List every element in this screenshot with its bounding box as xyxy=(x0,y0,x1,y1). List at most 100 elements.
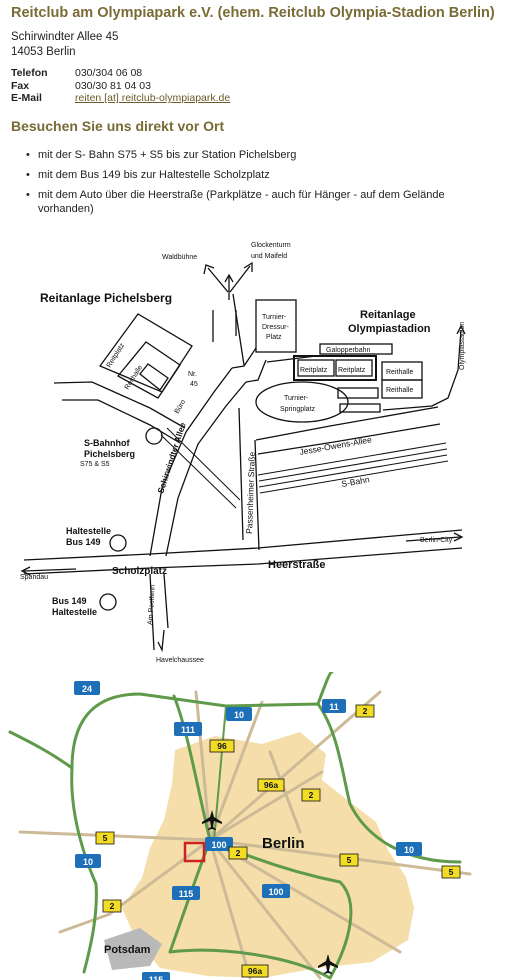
overview-map: 24 111 10 11 10 100 10 115 100 115 2 96 … xyxy=(8,672,472,980)
label-passenheimer: Passenheimer Straße xyxy=(244,451,257,534)
autobahn-shield-100-top: 100 xyxy=(205,837,233,851)
svg-text:11: 11 xyxy=(329,702,339,712)
label-reitplatz-right-1: Reitplatz xyxy=(300,367,328,374)
svg-text:2: 2 xyxy=(363,706,368,716)
label-glockenturm-2: und Maifeld xyxy=(251,253,287,260)
label-reitplatz-left: Reitplatz xyxy=(106,342,127,369)
sketch-map: Waldbühne Glockenturm und Maifeld Turnie… xyxy=(20,242,466,664)
label-olympia-1: Reitanlage xyxy=(360,309,416,321)
svg-text:24: 24 xyxy=(82,684,92,694)
label-waldbuehne: Waldbühne xyxy=(162,254,197,261)
svg-text:96a: 96a xyxy=(264,780,278,790)
label-reithalle-right-1: Reithalle xyxy=(386,369,413,376)
autobahn-shield-115-bottom: 115 xyxy=(142,972,170,980)
label-dressur-1: Turnier- xyxy=(262,314,287,321)
visit-heading: Besuchen Sie uns direkt vor Ort xyxy=(11,118,225,134)
label-sbahnhof-1: S-Bahnhof xyxy=(84,438,130,448)
route-sign-5-left: 5 xyxy=(95,831,115,845)
svg-text:5: 5 xyxy=(449,867,454,877)
label-reitplatz-right-2: Reitplatz xyxy=(338,367,366,374)
address-block: Schirwindter Allee 45 14053 Berlin xyxy=(11,30,118,60)
label-olympiastadion-road: Olympiastadion xyxy=(459,322,466,370)
page-title: Reitclub am Olympiapark e.V. (ehem. Reit… xyxy=(11,5,495,21)
svg-text:10: 10 xyxy=(404,845,414,855)
svg-text:2: 2 xyxy=(110,901,115,911)
potsdam-area xyxy=(104,928,162,970)
label-pichelsberg: Reitanlage Pichelsberg xyxy=(40,291,172,305)
svg-text:10: 10 xyxy=(234,710,244,720)
route-sign-2-left: 2 xyxy=(102,899,122,913)
route-sign-5-far: 5 xyxy=(441,865,461,879)
svg-text:100: 100 xyxy=(211,840,226,850)
route-sign-96a-top: 96a xyxy=(257,778,285,792)
airport-icon-schoenefeld xyxy=(318,954,338,974)
autobahn-shield-100-bottom: 100 xyxy=(262,884,290,898)
contact-block: Telefon 030/304 06 08 Fax 030/30 81 04 0… xyxy=(11,67,230,105)
label-buero: Büro xyxy=(174,399,188,415)
svg-text:96: 96 xyxy=(217,741,227,751)
email-row: E-Mail reiten [at] reitclub-olympiapark.… xyxy=(11,92,230,105)
route-sign-2-center: 2 xyxy=(228,846,248,860)
label-jesse-owens: Jesse-Owens-Allee xyxy=(299,434,373,457)
directions-list: mit der S- Bahn S75 + S5 bis zur Station… xyxy=(26,148,501,222)
label-olympia-2: Olympiastadion xyxy=(348,323,431,335)
label-nr-45: 45 xyxy=(190,381,198,388)
label-berlin: Berlin xyxy=(262,835,305,852)
route-sign-2-mid: 2 xyxy=(301,788,321,802)
svg-text:2: 2 xyxy=(236,848,241,858)
label-potsdam: Potsdam xyxy=(104,944,151,956)
label-berlin-city: Berlin-City xyxy=(420,537,453,544)
label-am-postfenn: Am Postfenn xyxy=(147,585,157,626)
airport-icon-tegel xyxy=(202,810,222,830)
svg-text:10: 10 xyxy=(83,857,93,867)
label-dressur-2: Dressur- xyxy=(262,324,290,331)
svg-text:100: 100 xyxy=(268,887,283,897)
label-dressur-3: Platz xyxy=(266,334,282,341)
svg-text:5: 5 xyxy=(103,833,108,843)
label-reithalle-right-2: Reithalle xyxy=(386,387,413,394)
address-street: Schirwindter Allee 45 xyxy=(11,31,119,43)
label-sbahn: S-Bahn xyxy=(341,474,371,489)
label-springplatz-1: Turnier- xyxy=(284,395,309,402)
route-sign-5-right: 5 xyxy=(339,853,359,867)
location-marker xyxy=(183,841,206,863)
label-haltestelle-2: Bus 149 xyxy=(66,537,101,547)
route-sign-96: 96 xyxy=(209,739,235,753)
berlin-city-area xyxy=(122,732,414,978)
autobahn-shield-10-right: 10 xyxy=(396,842,422,856)
label-bus-1: Bus 149 xyxy=(52,596,87,606)
label-sbahnhof-3: S75 & S5 xyxy=(80,461,110,468)
autobahn-shield-11: 11 xyxy=(322,699,346,713)
phone-label: Telefon xyxy=(11,67,48,79)
label-galopp: Galopperbahn xyxy=(326,347,370,354)
svg-text:96a: 96a xyxy=(248,966,262,976)
svg-text:111: 111 xyxy=(181,725,195,735)
fax-row: Fax 030/30 81 04 03 xyxy=(11,80,230,93)
label-sbahnhof-2: Pichelsberg xyxy=(84,449,135,459)
autobahn-shield-115: 115 xyxy=(172,886,200,900)
label-springplatz-2: Springplatz xyxy=(280,406,316,413)
label-havelchaussee: Havelchaussee xyxy=(156,657,204,664)
email-label: E-Mail xyxy=(11,92,42,104)
label-haltestelle-1: Haltestelle xyxy=(66,526,111,536)
direction-sbahn: mit der S- Bahn S75 + S5 bis zur Station… xyxy=(26,148,501,162)
label-heerstrasse: Heerstraße xyxy=(268,559,325,571)
direction-car: mit dem Auto über die Heerstraße (Parkpl… xyxy=(26,188,501,216)
label-scholzplatz: Scholzplatz xyxy=(112,566,167,577)
svg-text:5: 5 xyxy=(347,855,352,865)
autobahn-shield-10-left: 10 xyxy=(75,854,101,868)
email-link[interactable]: reiten [at] reitclub-olympiapark.de xyxy=(75,92,231,104)
fax-label: Fax xyxy=(11,79,30,92)
phone-value: 030/304 06 08 xyxy=(75,67,143,79)
autobahn-shield-24: 24 xyxy=(74,681,100,695)
label-spandau: Spandau xyxy=(20,574,48,581)
address-city: 14053 Berlin xyxy=(11,46,76,58)
svg-text:115: 115 xyxy=(149,975,164,980)
label-bus-2: Haltestelle xyxy=(52,607,97,617)
label-glockenturm-1: Glockenturm xyxy=(251,242,291,249)
svg-text:2: 2 xyxy=(309,790,314,800)
autobahn-shield-10-top: 10 xyxy=(226,707,252,721)
phone-row: Telefon 030/304 06 08 xyxy=(11,67,230,80)
route-sign-96a-bottom: 96a xyxy=(241,964,269,978)
